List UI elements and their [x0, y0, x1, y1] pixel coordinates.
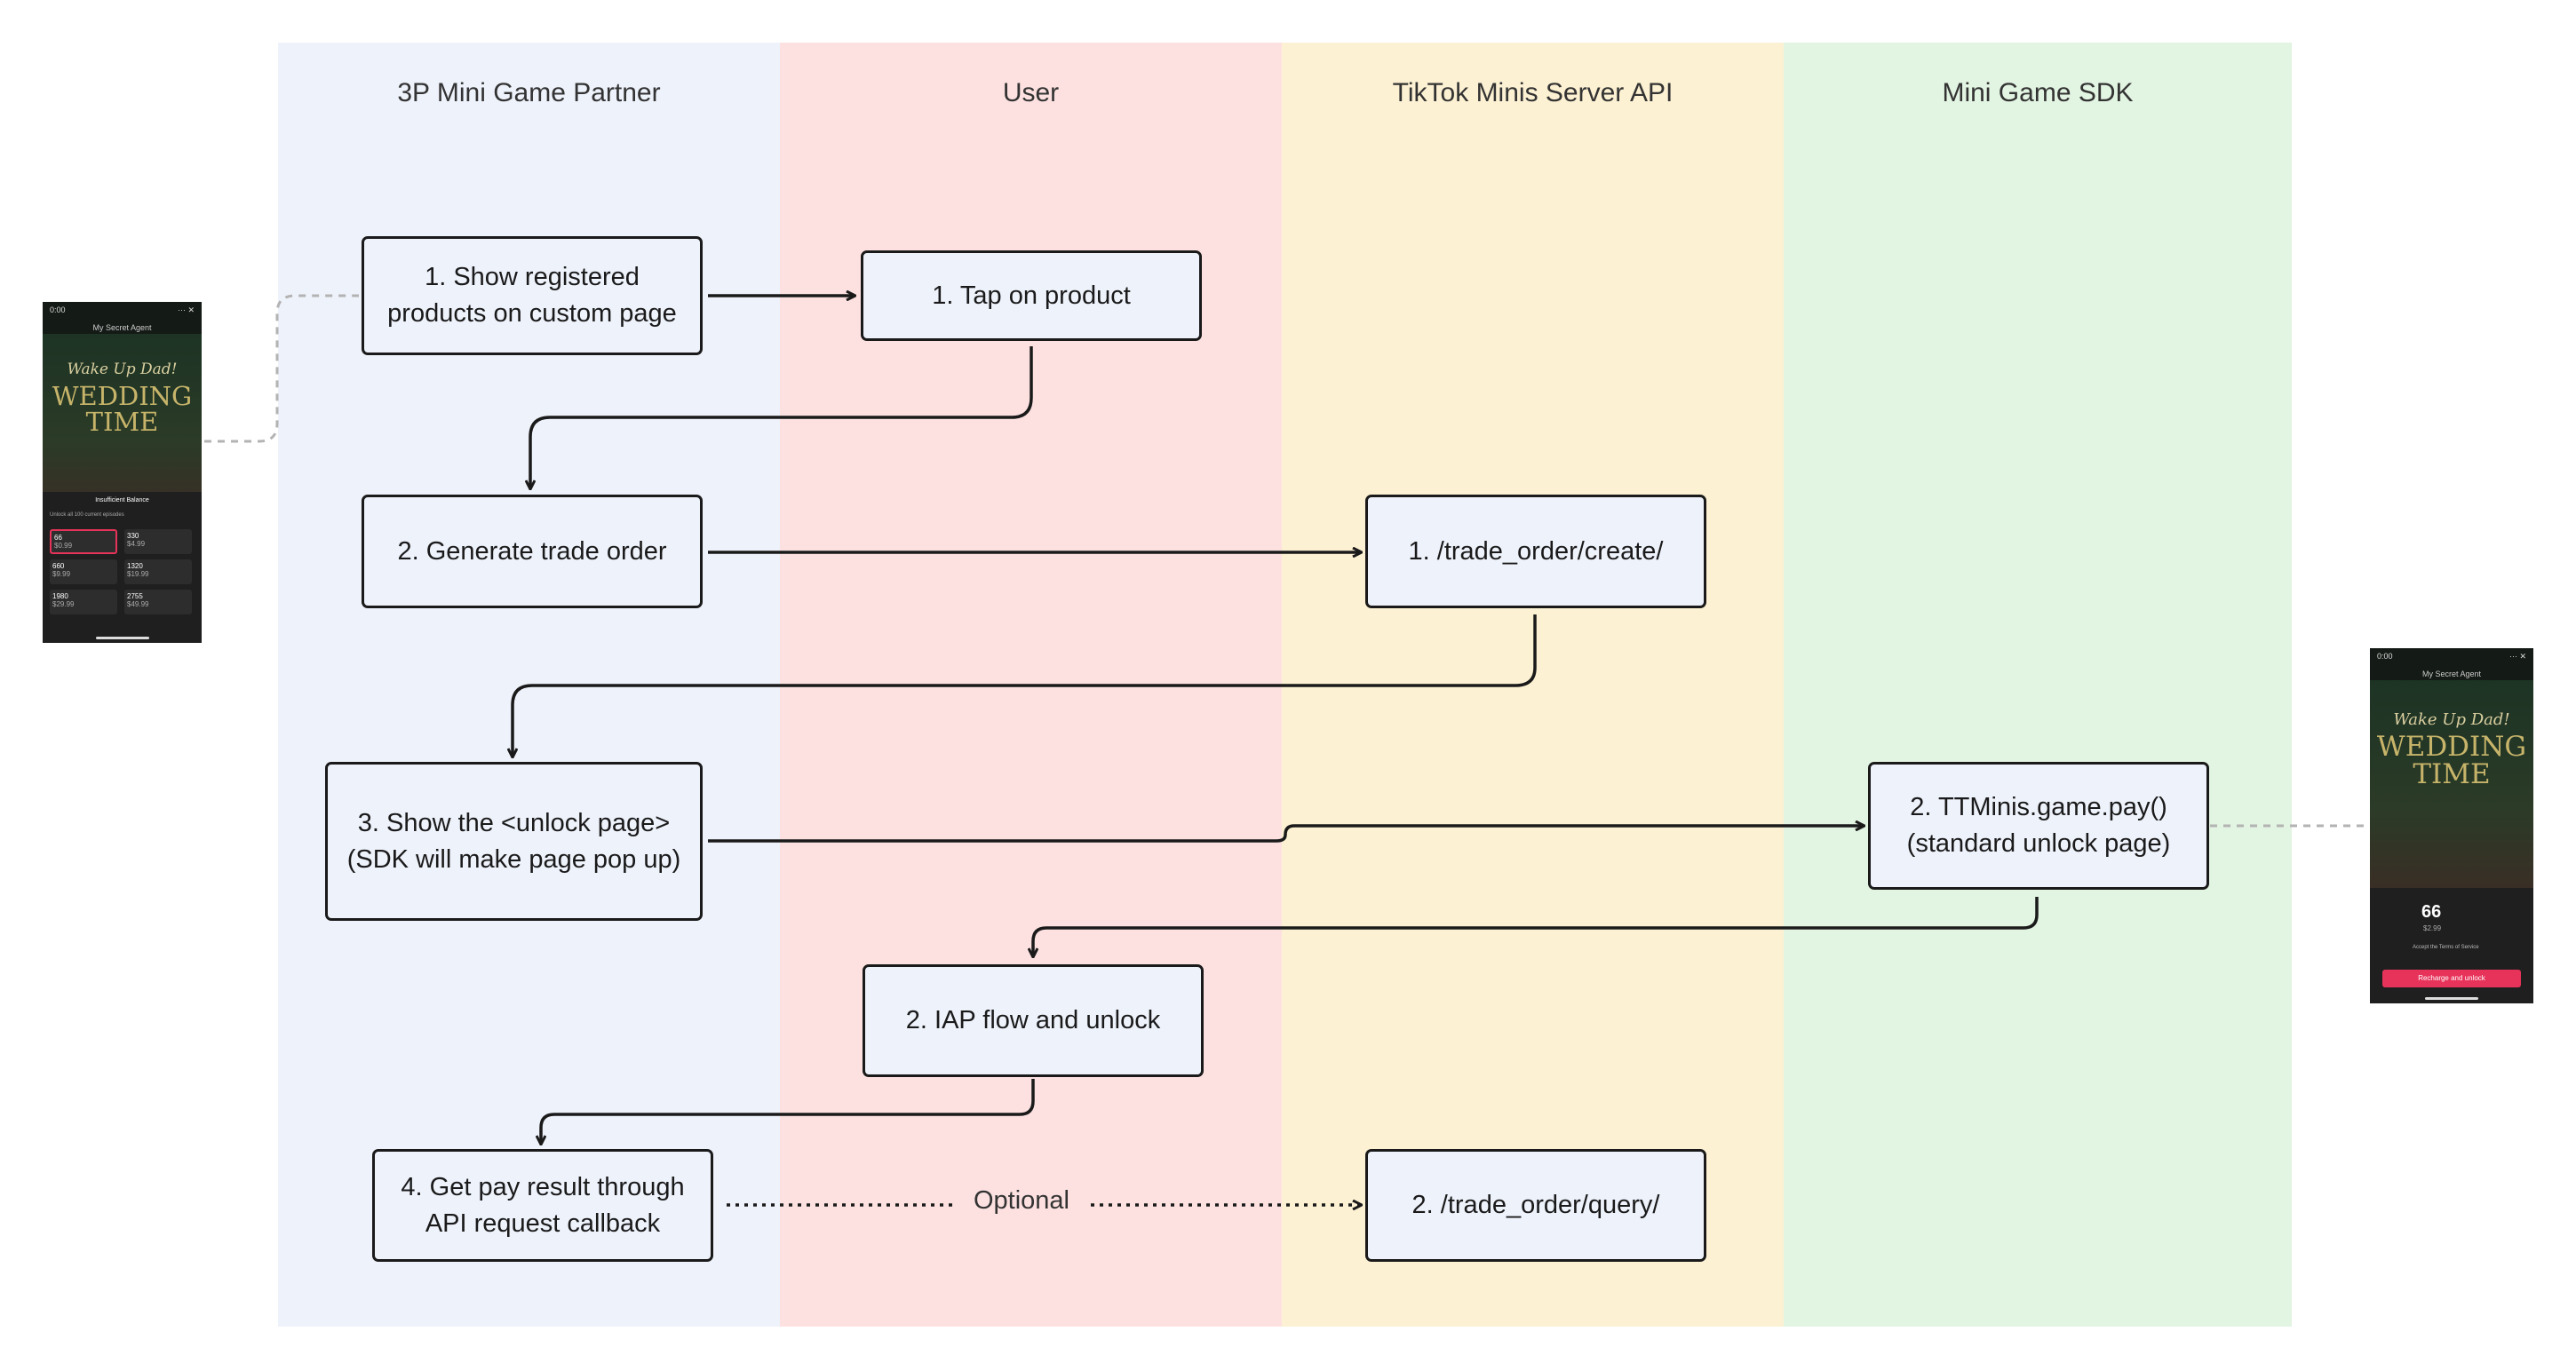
coin-amount: 330: [127, 532, 139, 540]
coin-price: $2.99: [2423, 924, 2442, 932]
coin-amount: 1320: [127, 562, 143, 570]
coin-price: $19.99: [127, 570, 149, 578]
coin-amount: 1980: [52, 592, 68, 600]
phone-mockup-product-list: 0:00 ··· ✕ My Secret Agent Wake Up Dad! …: [43, 302, 202, 643]
edge-tap-to-generate: [530, 346, 1033, 488]
coin-option[interactable]: 66$0.99: [50, 529, 117, 554]
coin-option[interactable]: 1980$29.99: [50, 590, 117, 614]
terms-text[interactable]: Accept the Terms of Service: [2413, 945, 2479, 950]
lane-title: Mini Game SDK: [1942, 78, 2134, 107]
node-show-products[interactable]: 1. Show registered products on custom pa…: [362, 236, 703, 355]
phone-app-title: My Secret Agent: [2421, 670, 2482, 678]
edge-create-to-unlock: [513, 614, 1537, 757]
sheet-title: Insufficient Balance: [95, 497, 149, 503]
close-icon: ··· ✕: [177, 305, 195, 314]
coin-option[interactable]: 660$9.99: [50, 559, 117, 584]
node-pay-result[interactable]: 4. Get pay result through API request ca…: [372, 1149, 713, 1262]
phone-time: 0:00: [50, 305, 66, 314]
node-query-api[interactable]: 2. /trade_order/query/: [1365, 1149, 1706, 1262]
coin-amount: 2755: [127, 592, 143, 600]
node-generate-order[interactable]: 2. Generate trade order: [362, 495, 703, 608]
edge-iap-to-result: [541, 1079, 1035, 1144]
coin-price: $0.99: [54, 542, 73, 550]
coin-amount: 66: [54, 534, 62, 542]
phone-status-bar: 0:00 ··· ✕: [2370, 648, 2533, 668]
phone-script-text: Wake Up Dad!: [67, 361, 178, 378]
phone-status-bar: 0:00 ··· ✕: [43, 302, 202, 321]
lane-title: TikTok Minis Server API: [1392, 78, 1674, 107]
coin-amount: 66: [2421, 902, 2442, 922]
lane-mini-game-sdk: Mini Game SDK: [1784, 43, 2292, 1327]
phone-bottom-sheet: 66 $2.99 Accept the Terms of Service Rec…: [2370, 888, 2533, 1003]
coin-price: $49.99: [127, 600, 149, 608]
lane-title: 3P Mini Game Partner: [397, 78, 661, 107]
lane-title: User: [1002, 78, 1060, 107]
phone-left-connector: [204, 294, 359, 443]
phone-bottom-sheet: Insufficient Balance Unlock all 100 curr…: [43, 492, 202, 643]
node-game-pay[interactable]: 2. TTMinis.game.pay() (standard unlock p…: [1868, 762, 2209, 890]
coin-price: $4.99: [127, 540, 146, 548]
phone-headline: WEDDING TIME: [52, 381, 193, 437]
phone-video-art: [2370, 680, 2533, 893]
node-tap-product[interactable]: 1. Tap on product: [861, 250, 1202, 341]
edge-pay-to-iap: [1033, 897, 2039, 956]
edge-unlock-to-pay: [708, 826, 1864, 843]
home-indicator: [2425, 997, 2478, 1000]
phone-time: 0:00: [2377, 652, 2393, 661]
coin-option[interactable]: 2755$49.99: [124, 590, 192, 614]
phone-script-text: Wake Up Dad!: [2393, 710, 2510, 729]
home-indicator: [95, 637, 149, 639]
phone-app-title: My Secret Agent: [92, 323, 152, 332]
coin-option[interactable]: 330$4.99: [124, 529, 192, 554]
phone-headline: WEDDING TIME: [2376, 731, 2527, 790]
coin-option[interactable]: 1320$19.99: [124, 559, 192, 584]
sheet-subtitle: Unlock all 100 current episodes: [50, 512, 124, 518]
recharge-unlock-button[interactable]: Recharge and unlock: [2382, 970, 2521, 987]
edge-label-optional: Optional: [973, 1186, 1069, 1215]
phone-video-art: [43, 334, 202, 511]
coin-amount: 660: [52, 562, 65, 570]
node-show-unlock[interactable]: 3. Show the <unlock page> (SDK will make…: [325, 762, 703, 921]
coin-price: $29.99: [52, 600, 75, 608]
close-icon: ··· ✕: [2508, 652, 2526, 661]
phone-mockup-unlock-page: 0:00 ··· ✕ My Secret Agent Wake Up Dad! …: [2370, 648, 2533, 1003]
coin-price: $9.99: [52, 570, 71, 578]
node-iap-flow[interactable]: 2. IAP flow and unlock: [863, 964, 1204, 1077]
node-create-api[interactable]: 1. /trade_order/create/: [1365, 495, 1706, 608]
